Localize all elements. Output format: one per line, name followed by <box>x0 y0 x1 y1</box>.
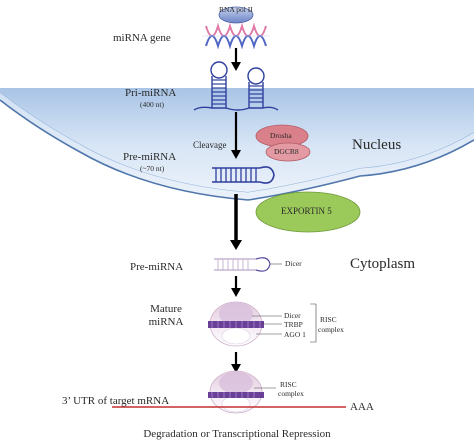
risc-complex-label-line2: complex <box>318 325 344 334</box>
pri-mirna-length-label: (400 nt) <box>140 100 164 109</box>
mature-risc-shape <box>208 301 317 347</box>
mature-label-line1: Mature <box>150 303 182 315</box>
dicer-label: Dicer <box>285 259 302 268</box>
dna-helix <box>202 22 270 50</box>
ago1-label: AGO 1 <box>284 330 306 339</box>
nucleus-region <box>0 0 474 201</box>
pre-mirna-cytoplasm-shape <box>214 257 282 272</box>
poly-a-label: AAA <box>350 401 374 413</box>
target-risc-shape <box>208 370 276 414</box>
risc-target-label-line2: complex <box>278 389 304 398</box>
risc-complex-label-line1: RISC <box>320 315 337 324</box>
pri-mirna-label: Pri-miRNA <box>125 87 177 99</box>
dgcr8-label: DGCR8 <box>274 147 299 156</box>
dgcr8-shape <box>265 142 311 162</box>
exportin-5-shape <box>255 191 361 233</box>
pre-mirna-length-label: (~70 nt) <box>140 164 165 173</box>
arrows <box>230 48 242 373</box>
cleavage-label: Cleavage <box>193 140 227 150</box>
trbp-label: TRBP <box>284 320 303 329</box>
dicer-risc-label: Dicer <box>284 311 301 320</box>
cytoplasm-label: Cytoplasm <box>350 256 416 272</box>
rna-pol-ii-label: RNA pol II <box>219 5 253 14</box>
pri-mirna-hairpins <box>193 61 279 111</box>
outcome-label: Degradation or Transcriptional Repressio… <box>143 428 331 440</box>
exportin-5-label: EXPORTIN 5 <box>281 206 332 216</box>
pre-mirna-nucleus-label: Pre-miRNA <box>123 151 177 163</box>
risc-target-label-line1: RISC <box>280 380 297 389</box>
mature-label-line2: miRNA <box>148 316 184 328</box>
nucleus-label: Nucleus <box>352 137 402 153</box>
drosha-label: Drosha <box>270 131 292 140</box>
pre-mirna-nucleus-shape <box>212 166 275 184</box>
rna-pol-ii-shape <box>218 6 254 24</box>
target-utr-label: 3’ UTR of target mRNA <box>62 395 170 407</box>
mirna-gene-label: miRNA gene <box>113 32 171 44</box>
pre-mirna-cytoplasm-label: Pre-miRNA <box>130 261 184 273</box>
